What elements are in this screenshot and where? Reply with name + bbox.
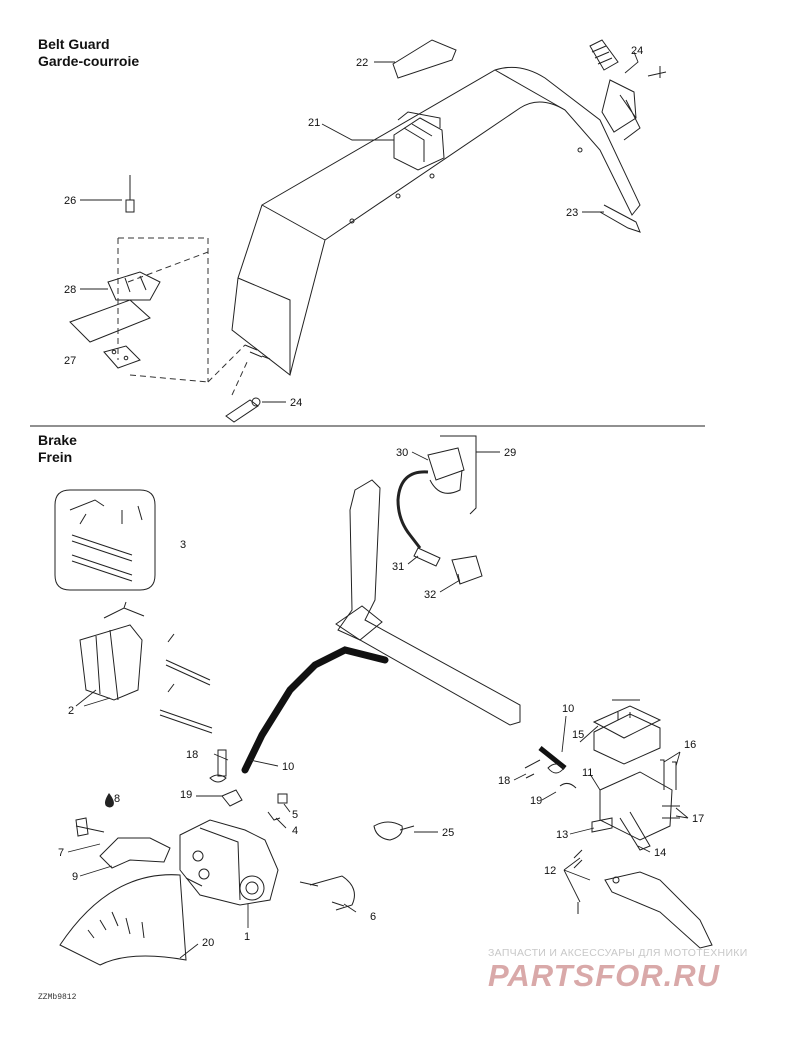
callout-16: 16 xyxy=(684,739,696,751)
callout-18-left: 18 xyxy=(186,749,198,761)
callout-8: 8 xyxy=(114,793,120,805)
callout-19-right: 19 xyxy=(530,795,542,807)
brake-part-8-fluid-drop xyxy=(105,793,114,808)
belt-guard-callouts: 22 24 21 26 23 28 27 24 xyxy=(64,45,643,409)
callout-30: 30 xyxy=(396,447,408,459)
belt-guard-bracket-clip xyxy=(393,111,445,171)
callout-6: 6 xyxy=(370,911,376,923)
brake-part-32-connector-housing xyxy=(451,555,483,585)
brake-part-31-connector xyxy=(413,547,441,567)
brake-small-parts-4-5-18-19 xyxy=(209,749,577,821)
callout-9: 9 xyxy=(72,871,78,883)
belt-guard-dash-guides xyxy=(117,237,249,396)
brake-lever xyxy=(604,871,713,949)
brake-part-29-switch-assembly xyxy=(396,435,477,549)
brake-part-6-clamp xyxy=(299,875,355,911)
callout-20: 20 xyxy=(202,937,214,949)
diagram-reference-code: ZZMb9812 xyxy=(38,993,77,1002)
callout-10-right: 10 xyxy=(562,703,574,715)
brake-caliper-assembly xyxy=(179,819,279,906)
callout-3: 3 xyxy=(180,539,186,551)
callout-7: 7 xyxy=(58,847,64,859)
brake-part-20-disc xyxy=(59,874,187,966)
callout-21: 21 xyxy=(308,117,320,129)
leader-lines xyxy=(67,51,689,959)
brake-part-7-bolt xyxy=(75,817,105,837)
watermark-logo: PARTSFOR.RU xyxy=(488,958,721,993)
brake-hose-part-10 xyxy=(241,646,567,774)
callout-25: 25 xyxy=(442,827,454,839)
callout-22: 22 xyxy=(356,57,368,69)
callout-29: 29 xyxy=(504,447,516,459)
brake-master-cylinder-assembly xyxy=(591,699,680,851)
belt-guard-title-fr: Garde-courroie xyxy=(38,53,140,69)
callout-12: 12 xyxy=(544,865,556,877)
belt-guard-part-27-plate xyxy=(69,299,151,369)
callout-23: 23 xyxy=(566,207,578,219)
watermark-tagline: ЗАПЧАСТИ И АКСЕССУАРЫ ДЛЯ МОТОТЕХНИКИ xyxy=(488,947,748,959)
callout-10-left: 10 xyxy=(282,761,294,773)
brake-part-25-tie xyxy=(373,821,415,841)
callout-5: 5 xyxy=(292,809,298,821)
callout-19-left: 19 xyxy=(180,789,192,801)
callout-2: 2 xyxy=(68,705,74,717)
callout-28: 28 xyxy=(64,284,76,296)
belt-guard-part-24-bolt xyxy=(225,397,261,423)
belt-guard-part-24-spring-assembly xyxy=(589,39,667,141)
brake-title-en: Brake xyxy=(38,432,77,448)
brake-part-9-pad-plate xyxy=(99,837,171,869)
callout-13: 13 xyxy=(556,829,568,841)
belt-guard-part-21 xyxy=(231,66,641,376)
callout-17: 17 xyxy=(692,813,704,825)
belt-guard-part-28-bracket xyxy=(107,271,161,301)
callout-18-right: 18 xyxy=(498,775,510,787)
callout-15: 15 xyxy=(572,729,584,741)
belt-guard-title-en: Belt Guard xyxy=(38,36,110,52)
brake-section-title: Brake Frein xyxy=(38,432,77,466)
callout-24-bottom: 24 xyxy=(290,397,302,409)
callout-24-top: 24 xyxy=(631,45,643,57)
callout-4: 4 xyxy=(292,825,298,837)
belt-guard-part-22-pad xyxy=(392,39,457,79)
callout-31: 31 xyxy=(392,561,404,573)
callout-11: 11 xyxy=(582,767,593,779)
callout-1: 1 xyxy=(244,931,250,943)
belt-guard-part-26-rivet xyxy=(125,175,135,213)
callout-26: 26 xyxy=(64,195,76,207)
brake-part-2-hinge xyxy=(79,601,213,734)
callout-32: 32 xyxy=(424,589,436,601)
callout-27: 27 xyxy=(64,355,76,367)
belt-guard-section-title: Belt Guard Garde-courroie xyxy=(38,36,139,70)
brake-callouts: 30 29 3 31 32 2 10 15 16 18 10 18 11 8 1… xyxy=(58,447,704,949)
brake-kit-box-part-3 xyxy=(54,489,156,591)
callout-14: 14 xyxy=(654,847,666,859)
brake-title-fr: Frein xyxy=(38,449,73,465)
belt-guard-part-23-clip xyxy=(599,204,641,233)
brake-handlebar xyxy=(335,479,521,726)
brake-part-12-screws xyxy=(573,849,583,914)
